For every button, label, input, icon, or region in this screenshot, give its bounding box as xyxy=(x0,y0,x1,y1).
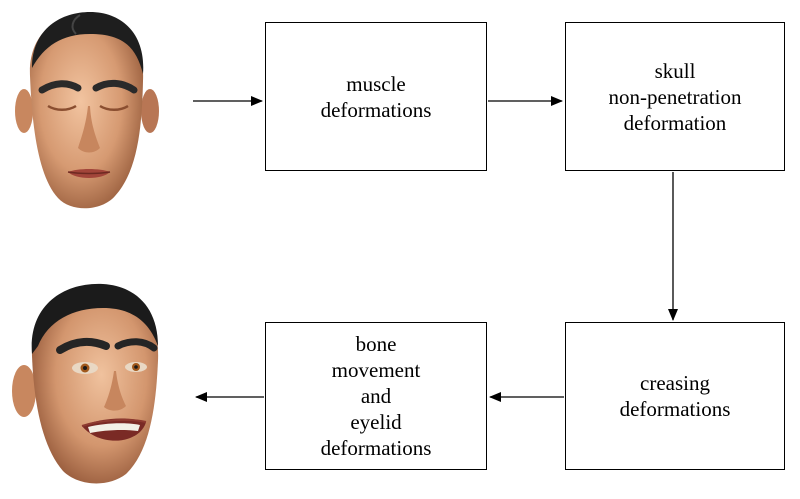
skull-box-line-2: non-penetration xyxy=(608,84,742,109)
skull-deformation-box: skull non-penetration deformation xyxy=(565,22,785,171)
bone-box-line-4: eyelid xyxy=(350,410,402,434)
bone-box-line-3: and xyxy=(360,384,392,408)
skull-box-line-1: skull xyxy=(654,58,696,83)
bone-box-line-5: deformations xyxy=(320,436,432,460)
neutral-face-image xyxy=(15,12,159,209)
bone-box-line-2: movement xyxy=(331,358,421,382)
smiling-face-image xyxy=(12,283,159,484)
creasing-box-line-1: creasing xyxy=(640,371,710,395)
creasing-box-line-2: deformations xyxy=(619,397,731,421)
creasing-deformations-box: creasing deformations xyxy=(565,322,785,470)
muscle-box-line-1: muscle xyxy=(346,71,406,96)
bone-box-line-1: bone xyxy=(355,332,397,356)
muscle-box-line-2: deformations xyxy=(320,97,432,122)
muscle-deformations-box: muscle deformations xyxy=(265,22,487,171)
bone-eyelid-deformations-box: bone movement and eyelid deformations xyxy=(265,322,487,470)
skull-box-line-3: deformation xyxy=(623,110,727,135)
